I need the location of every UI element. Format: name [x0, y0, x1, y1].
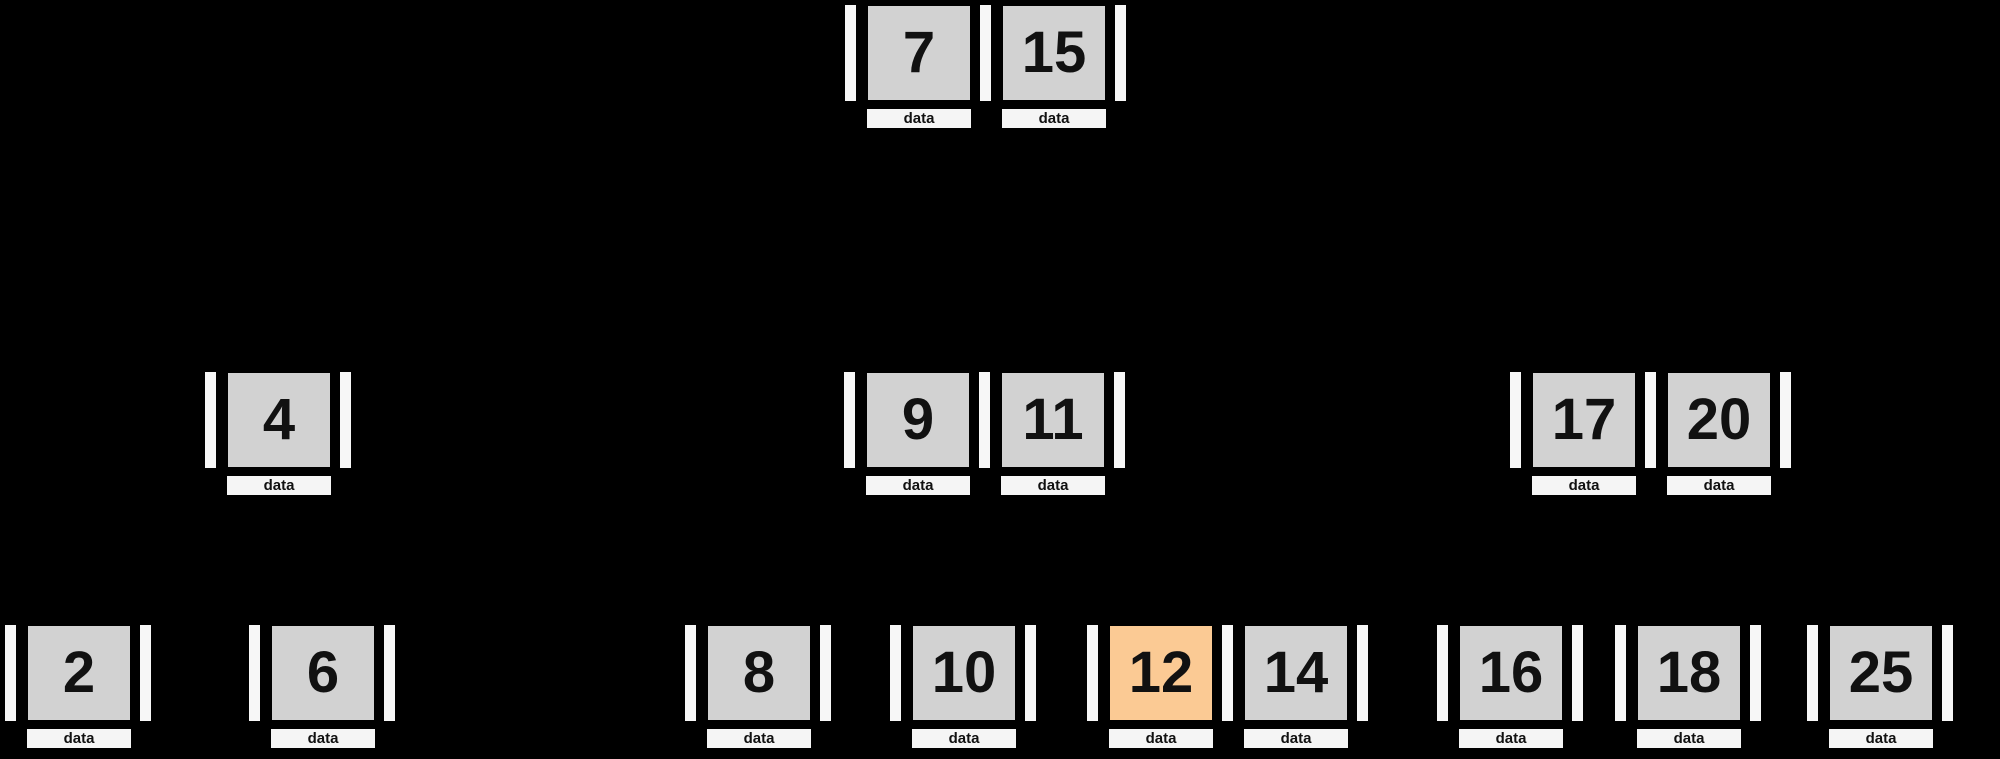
key-cell-14: 14 [1242, 623, 1350, 723]
data-pointer-label: data [1457, 727, 1565, 750]
key-slot: 16 data [1457, 623, 1565, 750]
key-cell-11: 11 [999, 370, 1107, 470]
key-cell-7: 7 [865, 3, 973, 103]
key-slot: 17 data [1530, 370, 1638, 497]
key-slot: 15 data [1000, 3, 1108, 130]
key-slot: 10 data [910, 623, 1018, 750]
data-pointer-label: data [269, 727, 377, 750]
tree-node-leaf-12-14: 12 data 14 data [1085, 623, 1370, 750]
child-pointer-slot [247, 623, 262, 723]
child-pointer-slot [888, 623, 903, 723]
key-slot: 4 data [225, 370, 333, 497]
data-pointer-label: data [1530, 474, 1638, 497]
tree-node-leaf-8: 8 data [683, 623, 833, 750]
child-pointer-slot [683, 623, 698, 723]
tree-node-leaf-2: 2 data [3, 623, 153, 750]
key-cell-17: 17 [1530, 370, 1638, 470]
tree-node-node-4: 4 data [203, 370, 353, 497]
child-pointer-slot [338, 370, 353, 470]
child-pointer-slot [138, 623, 153, 723]
data-pointer-label: data [1242, 727, 1350, 750]
key-cell-18: 18 [1635, 623, 1743, 723]
child-pointer-slot [1570, 623, 1585, 723]
key-cell-4: 4 [225, 370, 333, 470]
key-slot: 9 data [864, 370, 972, 497]
child-pointer-slot [1940, 623, 1955, 723]
key-cell-10: 10 [910, 623, 1018, 723]
child-pointer-slot [1085, 623, 1100, 723]
child-pointer-slot [1112, 370, 1127, 470]
child-pointer-slot [203, 370, 218, 470]
key-cell-15: 15 [1000, 3, 1108, 103]
data-pointer-label: data [1665, 474, 1773, 497]
child-pointer-slot [978, 3, 993, 103]
child-pointer-slot [382, 623, 397, 723]
tree-node-root-7-15: 7 data 15 data [843, 3, 1128, 130]
tree-node-node-9-11: 9 data 11 data [842, 370, 1127, 497]
child-pointer-slot [1220, 623, 1235, 723]
tree-node-leaf-25: 25 data [1805, 623, 1955, 750]
child-pointer-slot [1748, 623, 1763, 723]
data-pointer-label: data [865, 107, 973, 130]
child-pointer-slot [977, 370, 992, 470]
child-pointer-slot [1355, 623, 1370, 723]
child-pointer-slot [818, 623, 833, 723]
data-pointer-label: data [999, 474, 1107, 497]
data-pointer-label: data [1827, 727, 1935, 750]
tree-node-leaf-10: 10 data [888, 623, 1038, 750]
key-slot: 6 data [269, 623, 377, 750]
child-pointer-slot [1435, 623, 1450, 723]
child-pointer-slot [843, 3, 858, 103]
data-pointer-label: data [1107, 727, 1215, 750]
key-slot: 14 data [1242, 623, 1350, 750]
data-pointer-label: data [225, 474, 333, 497]
data-pointer-label: data [1000, 107, 1108, 130]
key-slot: 7 data [865, 3, 973, 130]
key-cell-20: 20 [1665, 370, 1773, 470]
data-pointer-label: data [910, 727, 1018, 750]
child-pointer-slot [1778, 370, 1793, 470]
key-slot: 2 data [25, 623, 133, 750]
child-pointer-slot [1023, 623, 1038, 723]
tree-node-node-17-20: 17 data 20 data [1508, 370, 1793, 497]
child-pointer-slot [842, 370, 857, 470]
key-cell-9: 9 [864, 370, 972, 470]
child-pointer-slot [1508, 370, 1523, 470]
tree-node-leaf-16: 16 data [1435, 623, 1585, 750]
child-pointer-slot [1643, 370, 1658, 470]
child-pointer-slot [1113, 3, 1128, 103]
key-slot: 12 data [1107, 623, 1215, 750]
key-cell-12-highlighted: 12 [1107, 623, 1215, 723]
key-cell-6: 6 [269, 623, 377, 723]
child-pointer-slot [1805, 623, 1820, 723]
key-cell-8: 8 [705, 623, 813, 723]
key-slot: 25 data [1827, 623, 1935, 750]
key-slot: 11 data [999, 370, 1107, 497]
data-pointer-label: data [705, 727, 813, 750]
key-slot: 8 data [705, 623, 813, 750]
key-cell-25: 25 [1827, 623, 1935, 723]
data-pointer-label: data [1635, 727, 1743, 750]
tree-node-leaf-6: 6 data [247, 623, 397, 750]
key-cell-2: 2 [25, 623, 133, 723]
key-slot: 20 data [1665, 370, 1773, 497]
child-pointer-slot [3, 623, 18, 723]
data-pointer-label: data [25, 727, 133, 750]
key-slot: 18 data [1635, 623, 1743, 750]
tree-node-leaf-18: 18 data [1613, 623, 1763, 750]
data-pointer-label: data [864, 474, 972, 497]
key-cell-16: 16 [1457, 623, 1565, 723]
child-pointer-slot [1613, 623, 1628, 723]
